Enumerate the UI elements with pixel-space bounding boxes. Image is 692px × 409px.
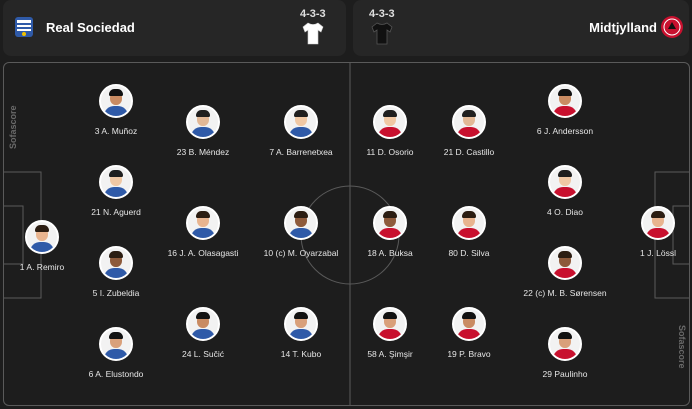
player-photo [548,327,582,361]
player-photo [548,165,582,199]
player-name: 21 N. Aguerd [91,207,141,217]
away-shirt-icon [371,22,393,45]
player-name: 5 I. Zubeldia [92,288,140,298]
player-name: 18 A. Buksa [367,248,413,258]
player-photo [186,307,220,341]
player-photo [284,206,318,240]
away-team-name[interactable]: Midtjylland [589,20,657,35]
player-name: 3 A. Muñoz [94,126,138,136]
home-player[interactable]: 6 A. Elustondo [61,327,171,379]
player-photo [548,246,582,280]
home-team-header[interactable]: Real Sociedad 4-3-3 [3,0,346,56]
player-photo [99,327,133,361]
away-player[interactable]: 6 J. Andersson [510,84,620,136]
sofascore-watermark-left: Sofascore [8,105,18,149]
home-player[interactable]: 21 N. Aguerd [61,165,171,217]
player-name: 21 D. Castillo [443,147,495,157]
away-player[interactable]: 58 A. Şimşir [335,307,445,359]
away-player[interactable]: 11 D. Osorio [335,105,445,157]
player-name: 29 Paulinho [542,369,588,379]
away-player[interactable]: 80 D. Silva [414,206,524,258]
real-sociedad-crest-icon [15,17,33,37]
player-photo [186,105,220,139]
player-name: 10 (c) M. Oyarzabal [263,248,339,258]
home-player[interactable]: 5 I. Zubeldia [61,246,171,298]
player-name: 58 A. Şimşir [367,349,413,359]
player-photo [99,165,133,199]
player-photo [452,307,486,341]
player-name: 6 J. Andersson [536,126,594,136]
player-photo [452,206,486,240]
player-name: 1 A. Remiro [19,262,65,272]
home-player[interactable]: 3 A. Muñoz [61,84,171,136]
player-name: 6 A. Elustondo [88,369,144,379]
player-name: 1 J. Lössl [640,248,676,258]
player-name: 22 (c) M. B. Sørensen [523,288,607,298]
home-player[interactable]: 10 (c) M. Oyarzabal [246,206,356,258]
player-name: 19 P. Bravo [447,349,491,359]
away-player[interactable]: 18 A. Buksa [335,206,445,258]
away-player[interactable]: 22 (c) M. B. Sørensen [510,246,620,298]
home-player[interactable]: 7 A. Barrenetxea [246,105,356,157]
player-name: 16 J. A. Olasagasti [167,248,239,258]
player-name: 11 D. Osorio [366,147,414,157]
player-photo [373,105,407,139]
player-photo [99,84,133,118]
player-photo [548,84,582,118]
home-player[interactable]: 14 T. Kubo [246,307,356,359]
home-player[interactable]: 23 B. Méndez [148,105,258,157]
player-name: 80 D. Silva [448,248,490,258]
away-player[interactable]: 29 Paulinho [510,327,620,379]
midtjylland-crest-icon [661,16,683,38]
home-player[interactable]: 1 A. Remiro [4,220,97,272]
player-name: 14 T. Kubo [280,349,322,359]
home-player[interactable]: 24 L. Sučić [148,307,258,359]
away-team-header[interactable]: 4-3-3 Midtjylland [353,0,689,56]
away-player[interactable]: 4 O. Diao [510,165,620,217]
player-name: 4 O. Diao [547,207,583,217]
home-team-name[interactable]: Real Sociedad [46,20,135,35]
player-photo [284,105,318,139]
away-player[interactable]: 1 J. Lössl [603,206,689,258]
player-photo [186,206,220,240]
home-player[interactable]: 16 J. A. Olasagasti [148,206,258,258]
player-name: 24 L. Sučić [181,349,225,359]
player-photo [373,206,407,240]
player-name: 7 A. Barrenetxea [269,147,333,157]
player-photo [641,206,675,240]
player-photo [25,220,59,254]
sofascore-watermark-right: Sofascore [677,325,687,369]
player-name: 23 B. Méndez [176,147,230,157]
player-photo [99,246,133,280]
home-shirt-icon [302,22,324,45]
away-formation: 4-3-3 [369,8,395,20]
pitch: Sofascore Sofascore 1 A. Remiro 3 A. Muño… [3,62,690,406]
home-formation: 4-3-3 [300,8,326,20]
player-photo [284,307,318,341]
away-player[interactable]: 21 D. Castillo [414,105,524,157]
player-photo [373,307,407,341]
player-photo [452,105,486,139]
away-player[interactable]: 19 P. Bravo [414,307,524,359]
